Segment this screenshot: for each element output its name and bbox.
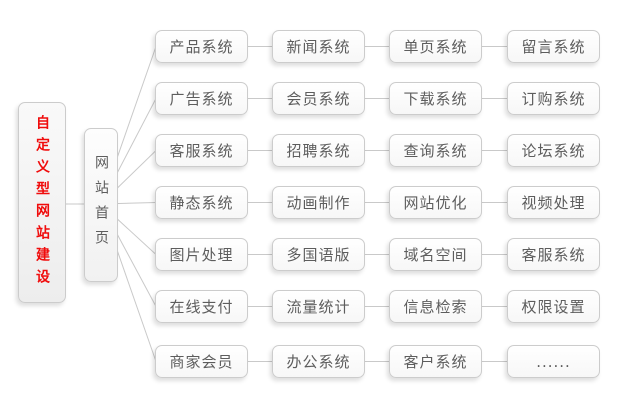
grid-cell: 下载系统 xyxy=(389,82,482,115)
grid-cell: ...... xyxy=(507,345,600,378)
grid-cell: 多国语版 xyxy=(272,238,365,271)
root-node: 自定义型网站建设 xyxy=(18,102,66,303)
grid-cell: 产品系统 xyxy=(155,30,248,63)
grid-cell: 订购系统 xyxy=(507,82,600,115)
hub-node-label: 网站首页 xyxy=(93,155,109,255)
grid-cell: 客户系统 xyxy=(389,345,482,378)
grid-cell: 单页系统 xyxy=(389,30,482,63)
grid-cell: 新闻系统 xyxy=(272,30,365,63)
grid-cell: 客服系统 xyxy=(507,238,600,271)
grid-cell: 论坛系统 xyxy=(507,134,600,167)
grid-cell: 图片处理 xyxy=(155,238,248,271)
grid-cell: 域名空间 xyxy=(389,238,482,271)
grid-cell: 在线支付 xyxy=(155,290,248,323)
grid-cell: 信息检索 xyxy=(389,290,482,323)
grid-cell: 流量统计 xyxy=(272,290,365,323)
grid-cell: 网站优化 xyxy=(389,186,482,219)
grid-cell: 客服系统 xyxy=(155,134,248,167)
grid-cell: 商家会员 xyxy=(155,345,248,378)
grid-cell: 视频处理 xyxy=(507,186,600,219)
grid-cell: 办公系统 xyxy=(272,345,365,378)
grid-cell: 广告系统 xyxy=(155,82,248,115)
grid-cell: 会员系统 xyxy=(272,82,365,115)
grid-cell: 静态系统 xyxy=(155,186,248,219)
grid-cell: 动画制作 xyxy=(272,186,365,219)
grid-cell: 查询系统 xyxy=(389,134,482,167)
hub-node: 网站首页 xyxy=(84,128,118,282)
root-node-label: 自定义型网站建设 xyxy=(34,114,50,291)
grid-cell: 权限设置 xyxy=(507,290,600,323)
grid-cell: 招聘系统 xyxy=(272,134,365,167)
grid-cell: 留言系统 xyxy=(507,30,600,63)
